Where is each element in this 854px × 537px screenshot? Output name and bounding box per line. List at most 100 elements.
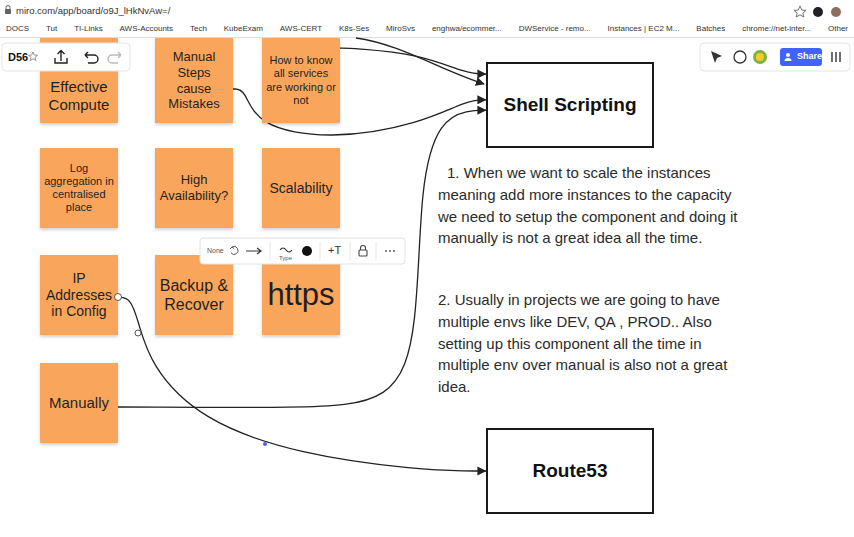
url-text: miro.com/app/board/o9J_lHkNvAw=/	[16, 5, 170, 16]
bookmarks-bar: DOCS Tut TI-Links AWS-Accounts Tech KubeExam A…	[6, 22, 848, 35]
bookmark-label: chrome://net-inter...	[742, 24, 811, 33]
bend-handle	[135, 330, 141, 336]
note-text: 2. Usually in projects we are going to h…	[438, 289, 738, 398]
sticky-note: Scalability	[262, 148, 340, 228]
browser-chrome	[0, 0, 854, 37]
undo-icon	[85, 52, 98, 63]
bookmark-label: Other	[828, 24, 848, 33]
bookmark-label: DWService - remo...	[519, 24, 591, 33]
selection-handles	[135, 330, 267, 446]
toolbar-label: Type	[279, 255, 292, 261]
bookmark-label: Batches	[696, 24, 725, 33]
bookmark-label: TI-Links	[74, 24, 102, 33]
sticky-note: Backup & Recover	[155, 255, 233, 335]
bookmark-label: AWS-Accounts	[120, 24, 174, 33]
process-box: Shell Scripting	[486, 62, 654, 148]
sticky-note: Manual Steps cause Mistakes	[155, 38, 233, 123]
connector-arrow	[118, 110, 486, 407]
bookmark-label: Tut	[46, 24, 57, 33]
board-ground	[0, 38, 854, 537]
sticky-note: IP Addresses in Config	[40, 255, 118, 335]
more-dot	[393, 250, 395, 252]
sticky-text: Backup & Recover	[159, 276, 229, 314]
sticky-text: IP Addresses in Config	[44, 270, 114, 320]
export-icon	[55, 51, 67, 64]
avatar	[753, 50, 767, 64]
bookmark-label: DOCS	[6, 24, 29, 33]
board-name: D56	[8, 51, 28, 63]
bookmark-label: K8s-Ses	[339, 24, 369, 33]
bookmark-label: enghwa/ecommer...	[432, 24, 502, 33]
sticky-text: Effective Compute	[44, 78, 114, 114]
separator	[376, 242, 377, 260]
board-tools-panel	[700, 43, 850, 71]
share-button-label: Share	[797, 51, 822, 61]
midpoint-handle	[263, 442, 267, 446]
sticky-text: Log aggregation in centralised place	[44, 162, 114, 215]
lock-body	[5, 9, 11, 14]
connector-toolbar	[200, 238, 405, 264]
bookmark-label: AWS-CERT	[280, 24, 322, 33]
star-icon	[29, 52, 38, 61]
sticky-text: How to know all services are working or …	[266, 54, 336, 107]
offscreen-connector-line	[356, 38, 484, 84]
line-type-icon	[280, 248, 292, 252]
settings-icon	[832, 52, 840, 62]
lock-icon	[5, 6, 11, 15]
separator	[350, 242, 351, 260]
bookmark-label: KubeExam	[224, 24, 263, 33]
reaction-icon	[734, 51, 746, 63]
endpoint-handle	[115, 294, 122, 301]
lock-shackle	[6, 6, 10, 10]
people-icon	[786, 53, 790, 57]
panel	[2, 43, 130, 71]
bookmark-label: Instances | EC2 M...	[608, 24, 680, 33]
color-dot	[302, 246, 312, 256]
board-menu-panel	[2, 43, 130, 71]
sticky-text: https	[266, 276, 336, 313]
chrome-divider	[0, 37, 854, 38]
star-icon	[794, 6, 806, 17]
more-dot	[389, 250, 391, 252]
panel	[200, 238, 405, 264]
connector-arrow	[340, 48, 486, 74]
sticky-text: Manual Steps cause Mistakes	[159, 49, 229, 111]
process-box: Route53	[486, 428, 654, 514]
bookmark-label: MiroSvs	[386, 24, 415, 33]
lock-icon	[361, 246, 366, 250]
box-title: Shell Scripting	[498, 94, 642, 117]
toolbar-label: +T	[328, 244, 341, 256]
avatar-face	[756, 53, 764, 61]
extension-icon	[813, 7, 823, 17]
cycle-icon	[230, 246, 238, 254]
sticky-note: How to know all services are working or …	[262, 38, 340, 123]
offscreen-connector	[356, 38, 484, 84]
line-end-icon	[246, 248, 261, 254]
sticky-note: High Availability?	[155, 148, 233, 228]
extension-icon	[831, 7, 841, 17]
more-dot	[385, 250, 387, 252]
cursor-icon	[711, 51, 722, 63]
bookmark-label: Tech	[190, 24, 207, 33]
people-icon	[785, 58, 792, 61]
redo-icon	[108, 52, 121, 63]
sticky-text: Scalability	[266, 180, 336, 197]
box-title: Route53	[498, 460, 642, 483]
note-text: 1. When we want to scale the instances m…	[438, 162, 738, 249]
separator	[320, 242, 321, 260]
share-button	[780, 48, 822, 66]
sticky-text: Manually	[44, 394, 114, 412]
toolbar-label: None	[207, 247, 224, 254]
sticky-text: High Availability?	[159, 172, 229, 203]
sticky-note: https	[262, 255, 340, 335]
sticky-note: Manually	[40, 363, 118, 443]
browser-icons	[794, 6, 841, 17]
lock-icon	[359, 250, 367, 256]
